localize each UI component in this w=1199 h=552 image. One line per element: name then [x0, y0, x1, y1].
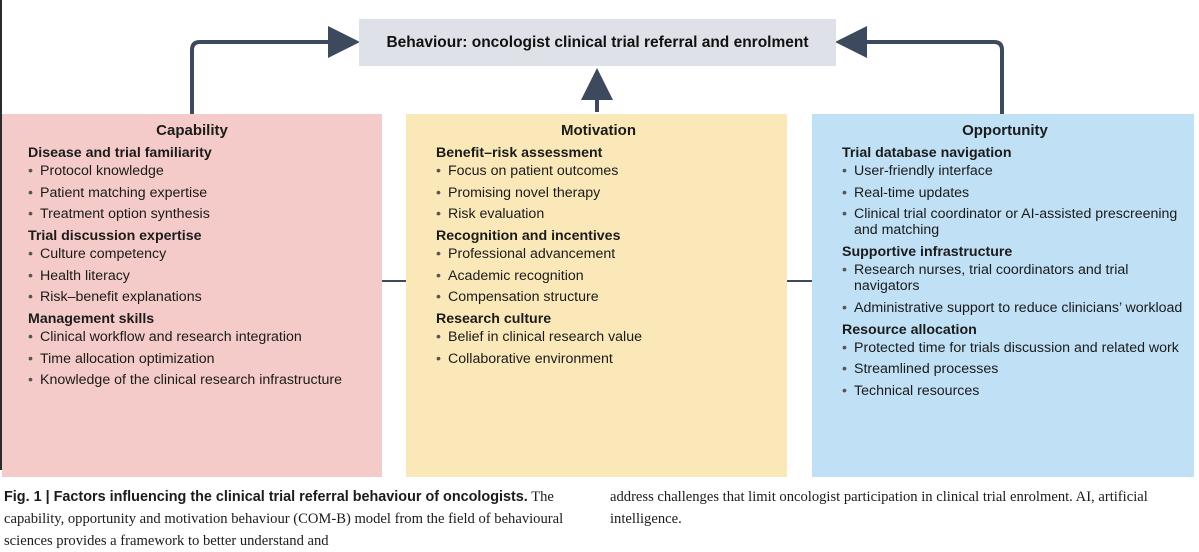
left-border-rule	[0, 0, 2, 470]
caption-body-right: address challenges that limit oncologist…	[610, 489, 1148, 527]
section-heading: Resource allocation	[842, 321, 977, 338]
opportunity-panel: Opportunity Trial database navigation Us…	[812, 114, 1194, 477]
list-item: Real-time updates	[842, 185, 1194, 201]
list-item: Treatment option synthesis	[28, 206, 382, 222]
motivation-title: Motivation	[561, 122, 636, 139]
section-heading: Supportive infrastructure	[842, 244, 1013, 260]
section-list: Protocol knowledge Patient matching expe…	[28, 163, 382, 222]
list-item: Collaborative environment	[436, 351, 787, 367]
section-list: Focus on patient outcomes Promising nove…	[436, 163, 787, 222]
list-item: Time allocation optimization	[28, 351, 382, 367]
list-item: Administrative support to reduce clinici…	[842, 300, 1194, 316]
list-item: Clinical workflow and research integrati…	[28, 329, 382, 345]
list-item: Culture competency	[28, 246, 382, 262]
list-item: Belief in clinical research value	[436, 329, 787, 345]
section-heading: Trial discussion expertise	[28, 228, 202, 244]
section-heading: Recognition and incentives	[436, 228, 621, 244]
list-item: Focus on patient outcomes	[436, 163, 787, 179]
list-item: Risk evaluation	[436, 206, 787, 222]
list-item: Professional advancement	[436, 246, 787, 262]
list-item: Clinical trial coordinator or AI-assiste…	[842, 206, 1194, 238]
section-heading: Disease and trial familiarity	[28, 145, 212, 161]
section-list: Clinical workflow and research integrati…	[28, 329, 382, 388]
section-heading: Benefit–risk assessment	[436, 145, 603, 161]
capability-title: Capability	[156, 122, 228, 139]
behaviour-box: Behaviour: oncologist clinical trial ref…	[359, 19, 836, 66]
arrow-capability-to-behaviour	[190, 26, 360, 114]
list-item: Protected time for trials discussion and…	[842, 340, 1194, 356]
list-item: User-friendly interface	[842, 163, 1194, 179]
list-item: Patient matching expertise	[28, 185, 382, 201]
list-item: Health literacy	[28, 268, 382, 284]
section-list: Research nurses, trial coordinators and …	[842, 262, 1194, 316]
list-item: Risk–benefit explanations	[28, 289, 382, 305]
motivation-panel: Motivation Benefit–risk assessment Focus…	[406, 114, 787, 477]
caption-title: Fig. 1 | Factors influencing the clinica…	[4, 489, 528, 505]
figure-caption-left: Fig. 1 | Factors influencing the clinica…	[4, 486, 594, 552]
list-item: Compensation structure	[436, 289, 787, 305]
opportunity-title: Opportunity	[962, 122, 1048, 139]
arrow-opportunity-to-behaviour	[835, 26, 1004, 114]
section-list: Belief in clinical research value Collab…	[436, 329, 787, 367]
section-list: User-friendly interface Real-time update…	[842, 163, 1194, 238]
section-heading: Research culture	[436, 311, 552, 327]
list-item: Knowledge of the clinical research infra…	[28, 372, 382, 388]
section-list: Culture competency Health literacy Risk–…	[28, 246, 382, 305]
figure-caption-right: address challenges that limit oncologist…	[610, 486, 1195, 530]
caption-body-left: The capability, opportunity and motivati…	[4, 489, 564, 549]
capability-panel: Capability Disease and trial familiarity…	[2, 114, 382, 477]
list-item: Promising novel therapy	[436, 185, 787, 201]
section-list: Professional advancement Academic recogn…	[436, 246, 787, 305]
section-heading: Trial database navigation	[842, 145, 1012, 161]
list-item: Academic recognition	[436, 268, 787, 284]
list-item: Research nurses, trial coordinators and …	[842, 262, 1194, 294]
list-item: Technical resources	[842, 383, 1194, 399]
section-list: Protected time for trials discussion and…	[842, 340, 1194, 399]
list-item: Protocol knowledge	[28, 163, 382, 179]
list-item: Streamlined processes	[842, 361, 1194, 377]
section-heading: Management skills	[28, 311, 155, 327]
